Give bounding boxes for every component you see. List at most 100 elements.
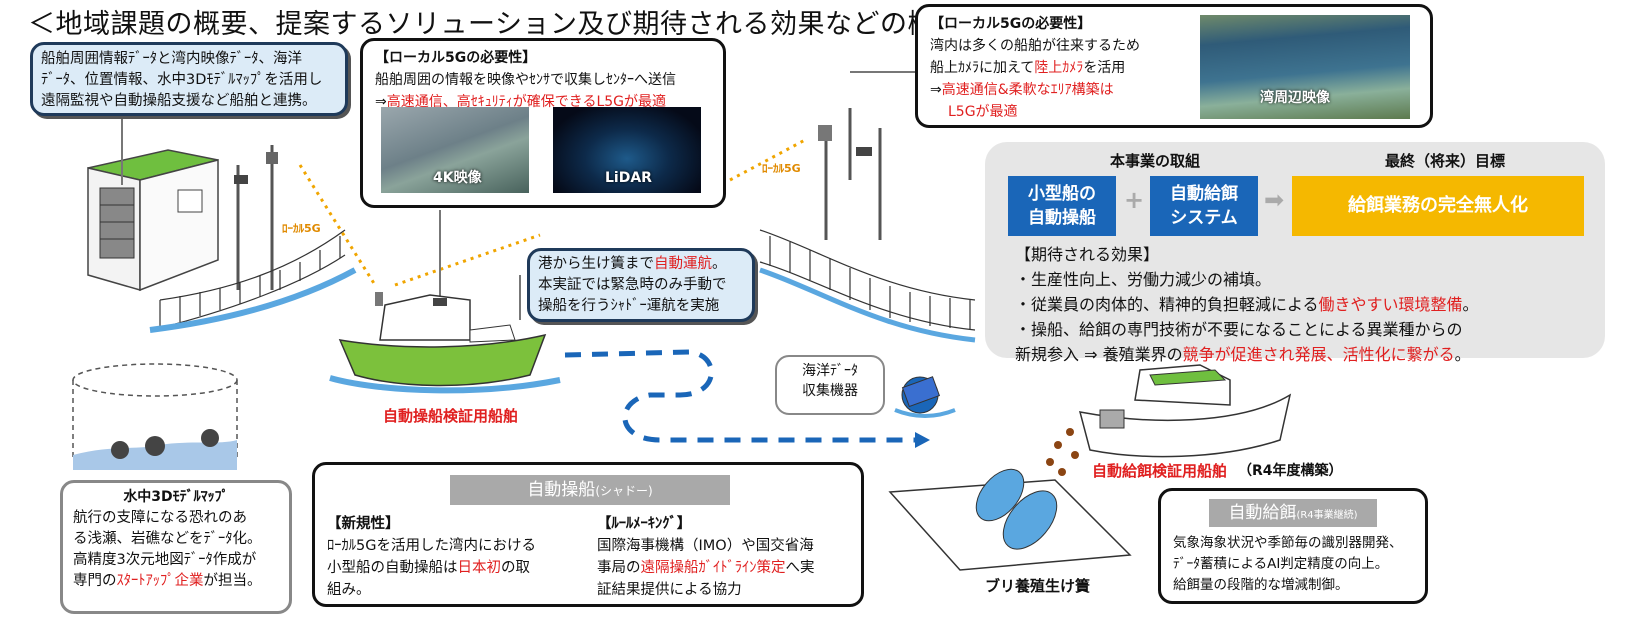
box-text-emphasis: ⇒高速通信&柔軟なｴﾘｱ構築は bbox=[930, 79, 1418, 101]
local5g-need-center-box: 【ローカル5Gの必要性】 船舶周囲の情報を映像やｾﾝｻで収集しｾﾝﾀｰへ送信 ⇒… bbox=[360, 38, 726, 208]
column-text: 国際海事機構（IMO）や国交省海 bbox=[597, 538, 814, 554]
callout-line: 本実証では緊急時のみ手動で bbox=[538, 277, 727, 293]
callout-line: ﾃﾞｰﾀ、位置情報、水中3Dﾓﾃﾞﾙﾏｯﾌﾟを活用し bbox=[41, 72, 323, 88]
auto-feeding-boat-note: （R4年度構築） bbox=[1238, 463, 1343, 479]
column-text: 小型船の自動操船は日本初の取 bbox=[327, 557, 577, 579]
header-subtext: (シャドー) bbox=[595, 484, 653, 498]
red-text: 働きやすい環境整備 bbox=[1318, 295, 1463, 314]
text-part: の取 bbox=[501, 560, 530, 576]
shadow-navigation-callout: 港から生け簀まで自動運航。 本実証では緊急時のみ手動で 操船を行うｼｬﾄﾞｰ運航… bbox=[527, 248, 755, 322]
red-text: 自動運航 bbox=[654, 256, 712, 272]
header-text: 自動操船 bbox=[527, 480, 596, 500]
fish-pen-left bbox=[149, 229, 357, 333]
box-text: 気象海象状況や季節毎の識別器開発、 bbox=[1173, 535, 1403, 551]
arrow-text: ⇒ bbox=[375, 94, 387, 110]
panel-header-initiative: 本事業の取組 bbox=[1110, 152, 1201, 170]
column-text: 証結果提供による協力 bbox=[597, 582, 742, 598]
text-part: 小型船の自動操船は bbox=[327, 560, 458, 576]
text-part: 専門の bbox=[73, 573, 117, 589]
effects-heading: 【期待される効果】 bbox=[1015, 245, 1160, 264]
underwater-3d-map-box: 水中3Dﾓﾃﾞﾙﾏｯﾌﾟ 航行の支障になる恐れのあ る浅瀬、岩礁などをﾃﾞｰﾀ化… bbox=[60, 480, 292, 614]
ocean-data-device bbox=[894, 376, 956, 418]
text-part: 事局の bbox=[597, 560, 641, 576]
expected-effects: 【期待される効果】 ・生産性向上、労働力減少の補填。 ・従業員の肉体的、精神的負… bbox=[1015, 242, 1479, 367]
effect-item: 新規参入 ⇒ 養殖業界の競争が促進され発展、活性化に繋がる。 bbox=[1015, 342, 1479, 367]
control-building-illustration bbox=[87, 149, 219, 292]
arrow-icon: ➡ bbox=[1264, 186, 1285, 214]
callout-line: 遠隔監視や自動操船支援など船舶と連携。 bbox=[41, 93, 317, 109]
auto-feeding-boat bbox=[1046, 364, 1292, 476]
box-heading: 【ローカル5Gの必要性】 bbox=[375, 50, 537, 66]
box-text: 船上ｶﾒﾗに加えて陸上ｶﾒﾗを活用 bbox=[930, 57, 1418, 79]
text-part: へ実 bbox=[785, 560, 815, 576]
box-text: 専門のｽﾀｰﾄｱｯﾌﾟ企業が担当。 bbox=[73, 571, 279, 592]
auto-feeding-boat-label: 自動給餌検証用船舶 bbox=[1092, 462, 1228, 480]
red-text: 陸上ｶﾒﾗ bbox=[1034, 60, 1084, 76]
red-text: L5Gが最適 bbox=[948, 104, 1018, 120]
fish-pen-right bbox=[759, 229, 976, 343]
box-heading: 【ローカル5Gの必要性】 bbox=[930, 16, 1092, 32]
box-text: 航行の支障になる恐れのあ bbox=[73, 510, 247, 526]
column-text: 事局の遠隔操船ｶﾞｲﾄﾞﾗｲﾝ策定へ実 bbox=[597, 557, 859, 579]
column-heading: 【ﾙｰﾙﾒｰｷﾝｸﾞ】 bbox=[597, 516, 692, 532]
callout-line: 港から生け簀まで自動運航。 bbox=[538, 254, 744, 275]
column-heading: 【新規性】 bbox=[327, 516, 400, 532]
callout-line: 船舶周囲情報ﾃﾞｰﾀと湾内映像ﾃﾞｰﾀ、海洋 bbox=[41, 51, 302, 67]
rule-making-column: 【ﾙｰﾙﾒｰｷﾝｸﾞ】 国際海事機構（IMO）や国交省海 事局の遠隔操船ｶﾞｲﾄ… bbox=[597, 513, 859, 601]
text-part: 港から生け簀まで bbox=[538, 256, 654, 272]
image-caption: 4K映像 bbox=[433, 170, 482, 186]
page-title: ＜地域課題の概要、提案するソリューション及び期待される効果などの概要＞ bbox=[28, 9, 990, 40]
plus-sign: + bbox=[1124, 186, 1145, 214]
auto-feeding-system-box: 自動給餌 システム bbox=[1150, 176, 1258, 236]
section-header: 自動給餌(R4事業継続) bbox=[1209, 499, 1377, 527]
box-text: る浅瀬、岩礁などをﾃﾞｰﾀ化。 bbox=[73, 531, 262, 547]
effect-item: ・生産性向上、労働力減少の補填。 bbox=[1015, 270, 1272, 289]
red-text: 高速通信&柔軟なｴﾘｱ構築は bbox=[941, 82, 1114, 98]
header-text: 自動給餌 bbox=[1228, 503, 1297, 523]
image-caption: LiDAR bbox=[605, 170, 652, 186]
red-text: 高速通信、高ｾｷｭﾘﾃｨが確保できるL5Gが最適 bbox=[386, 94, 667, 110]
arrow-text: ⇒ bbox=[930, 82, 942, 98]
underwater-map-illustration bbox=[72, 363, 238, 470]
box-text: ﾃﾞｰﾀ蓄積によるAI判定精度の向上。 bbox=[1173, 556, 1389, 572]
header-subtext: (R4事業継続) bbox=[1296, 510, 1358, 521]
effect-item: ・操船、給餌の専門技術が不要になることによる異業種からの bbox=[1015, 320, 1463, 339]
novelty-column: 【新規性】 ﾛｰｶﾙ5Gを活用した湾内における 小型船の自動操船は日本初の取 組… bbox=[327, 513, 577, 601]
image-caption: 湾周辺映像 bbox=[1260, 90, 1330, 106]
column-text: ﾛｰｶﾙ5Gを活用した湾内における bbox=[327, 538, 536, 554]
local5g-need-right-box: 【ローカル5Gの必要性】 湾内は多くの船舶が往来するため 船上ｶﾒﾗに加えて陸上… bbox=[915, 4, 1433, 128]
small-boat-autonomous-box: 小型船の 自動操船 bbox=[1008, 176, 1116, 236]
data-integration-callout: 船舶周囲情報ﾃﾞｰﾀと湾内映像ﾃﾞｰﾀ、海洋 ﾃﾞｰﾀ、位置情報、水中3Dﾓﾃﾞ… bbox=[30, 42, 348, 116]
auto-navigation-detail-box: 自動操船(シャドー) 【新規性】 ﾛｰｶﾙ5Gを活用した湾内における 小型船の自… bbox=[312, 462, 864, 607]
text-part: 船上ｶﾒﾗに加えて bbox=[930, 60, 1035, 76]
box-text: 給餌量の段階的な増減制御。 bbox=[1173, 577, 1349, 593]
red-text: 日本初 bbox=[457, 560, 502, 576]
feeding-description: 気象海象状況や季節毎の識別器開発、 ﾃﾞｰﾀ蓄積によるAI判定精度の向上。 給餌… bbox=[1173, 533, 1425, 596]
box-text-emphasis: ⇒高速通信、高ｾｷｭﾘﾃｨが確保できるL5Gが最適 bbox=[375, 91, 711, 113]
auto-navigation-boat-label: 自動操船検証用船舶 bbox=[383, 407, 519, 425]
effect-item: ・従業員の肉体的、精神的負担軽減による働きやすい環境整備。 bbox=[1015, 292, 1479, 317]
section-header: 自動操船(シャドー) bbox=[450, 475, 730, 505]
red-text: 遠隔操船ｶﾞｲﾄﾞﾗｲﾝ策定 bbox=[640, 560, 786, 576]
text-part: ・従業員の肉体的、精神的負担軽減による bbox=[1015, 295, 1319, 314]
final-goal-box: 給餌業務の完全無人化 bbox=[1292, 176, 1584, 236]
auto-feeding-detail-box: 自動給餌(R4事業継続) 気象海象状況や季節毎の識別器開発、 ﾃﾞｰﾀ蓄積による… bbox=[1158, 488, 1428, 604]
text-part: 。 bbox=[1454, 345, 1471, 364]
text-part: 。 bbox=[712, 256, 727, 272]
local5g-label-left: ﾛｰｶﾙ5G bbox=[282, 222, 321, 235]
fish-pen-bottom bbox=[888, 468, 1132, 571]
box-text: 高精度3次元地図ﾃﾞｰﾀ作成が bbox=[73, 552, 257, 568]
box-text: 船舶周囲の情報を映像やｾﾝｻで収集しｾﾝﾀｰへ送信 bbox=[375, 72, 676, 88]
text-part: が担当。 bbox=[203, 573, 262, 589]
4k-video-image: 4K映像 bbox=[381, 107, 529, 193]
fish-pen-label: ブリ養殖生け簀 bbox=[985, 577, 1091, 595]
bay-surroundings-image: 湾周辺映像 bbox=[1200, 15, 1410, 119]
box-text: 湾内は多くの船舶が往来するため bbox=[930, 38, 1140, 54]
red-text: ｽﾀｰﾄｱｯﾌﾟ企業 bbox=[116, 573, 204, 589]
panel-header-goal: 最終（将来）目標 bbox=[1385, 152, 1506, 170]
text-part: 新規参入 ⇒ 養殖業界の bbox=[1015, 345, 1183, 364]
text-part: を活用 bbox=[1083, 60, 1126, 76]
auto-navigation-boat bbox=[329, 292, 561, 394]
ocean-data-device-label: 海洋ﾃﾞｰﾀ 収集機器 bbox=[775, 355, 885, 415]
